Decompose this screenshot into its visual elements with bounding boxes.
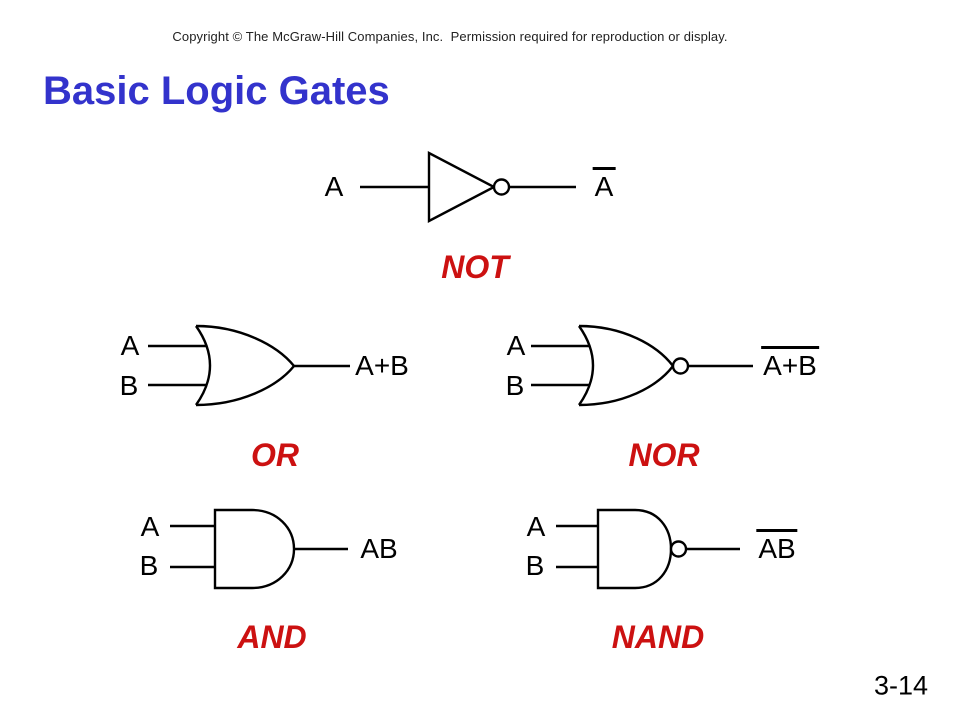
and-output-label: AB: [360, 533, 398, 564]
or-output-label: A+B: [355, 350, 409, 381]
or-gate-name: OR: [251, 437, 299, 473]
and-gate-name: AND: [237, 619, 307, 655]
and-input-a-label: A: [140, 511, 160, 542]
nand-gate-symbol: [556, 508, 740, 590]
nand-output-negated-text: AB: [756, 529, 798, 563]
or-input-a-label: A: [120, 330, 140, 361]
not-output-label: A: [592, 167, 616, 201]
nand-output-label: AB: [756, 529, 798, 563]
and-gate-symbol: [170, 508, 348, 590]
nand-input-b-label: B: [525, 550, 545, 581]
nor-input-b-label: B: [505, 370, 525, 401]
not-gate-name: NOT: [441, 249, 509, 285]
nor-gate-symbol: [531, 324, 753, 407]
copyright-notice: Copyright © The McGraw-Hill Companies, I…: [172, 29, 728, 44]
nor-output-negated-text: A+B: [761, 346, 819, 380]
nor-input-a-label: A: [506, 330, 526, 361]
or-gate-symbol: [148, 324, 350, 407]
nand-input-a-label: A: [526, 511, 546, 542]
not-input-a-label: A: [324, 171, 344, 202]
not-output-negated-text: A: [592, 167, 616, 201]
nor-gate-name: NOR: [628, 437, 700, 473]
nand-gate-name: NAND: [611, 619, 705, 655]
or-input-b-label: B: [119, 370, 139, 401]
slide-page-number: 3-14: [873, 670, 929, 701]
page-title: Basic Logic Gates: [43, 69, 390, 113]
and-input-b-label: B: [139, 550, 159, 581]
nor-output-label: A+B: [761, 346, 819, 380]
not-gate-symbol: [360, 151, 576, 223]
